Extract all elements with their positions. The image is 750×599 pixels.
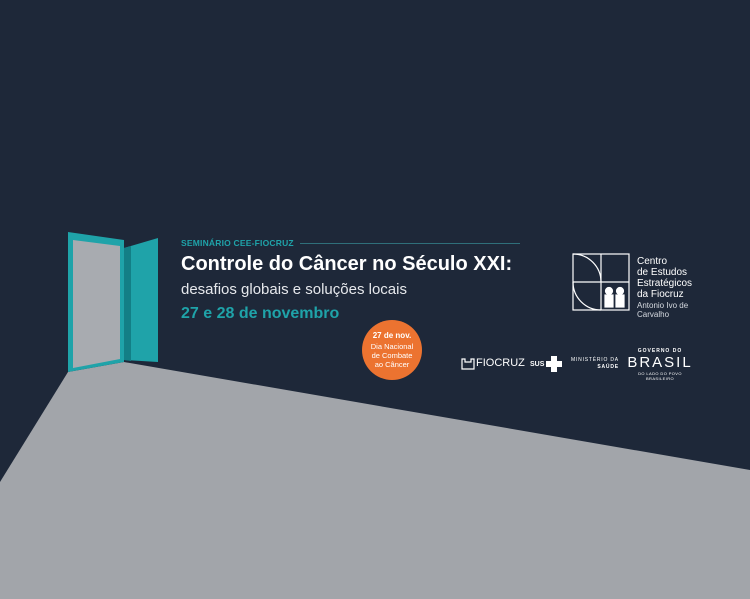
gov-top: GOVERNO DO xyxy=(637,348,683,354)
event-dates: 27 e 28 de novembro xyxy=(181,305,340,322)
cee-line: de Estudos xyxy=(637,267,688,278)
door-panel-edge xyxy=(124,246,131,361)
ministerio-saude-logo: MINISTÉRIO DA SAÚDE xyxy=(571,357,619,371)
ministerio-line: SAÚDE xyxy=(597,364,619,370)
event-title: Controle do Câncer no Século XXI: xyxy=(181,253,513,275)
sus-text: SUS xyxy=(530,360,545,368)
cee-line: da Fiocruz xyxy=(637,289,684,300)
floor-light xyxy=(0,362,750,599)
fiocruz-castle-icon xyxy=(461,358,475,370)
seminar-kicker: SEMINÁRIO CEE-FIOCRUZ xyxy=(181,238,294,248)
cee-line: Estratégicos xyxy=(637,278,693,289)
ministerio-line: MINISTÉRIO DA xyxy=(571,357,619,363)
sus-cross-icon xyxy=(546,356,563,372)
cee-sub: Carvalho xyxy=(637,310,670,319)
cee-logo-icon xyxy=(572,253,630,311)
sus-logo: SUS xyxy=(530,356,563,372)
door-panel xyxy=(124,238,158,362)
event-subtitle: desafios globais e soluções locais xyxy=(181,281,407,298)
cee-sub: Antonio Ivo de xyxy=(637,301,689,310)
cee-line: Centro xyxy=(637,256,668,267)
kicker-divider xyxy=(300,243,520,244)
cee-logo-text: Centro de Estudos Estratégicos da Fiocru… xyxy=(637,256,692,319)
fiocruz-text: FIOCRUZ xyxy=(476,357,525,369)
governo-brasil-logo: GOVERNO DO BRASIL DO LADO DO POVO BRASIL… xyxy=(625,348,695,381)
fiocruz-logo: FIOCRUZ xyxy=(461,356,525,370)
badge-line: Dia Nacional xyxy=(370,342,414,351)
door-opening xyxy=(73,240,120,368)
badge-date: 27 de nov. xyxy=(372,331,412,340)
badge-line: ao Câncer xyxy=(374,360,410,369)
badge-line: de Combate xyxy=(371,351,413,360)
gov-bottom: DO LADO DO POVO BRASILEIRO xyxy=(638,371,682,381)
gov-main: BRASIL xyxy=(627,354,693,371)
awareness-day-badge: 27 de nov. Dia Nacional de Combate ao Câ… xyxy=(362,320,422,380)
